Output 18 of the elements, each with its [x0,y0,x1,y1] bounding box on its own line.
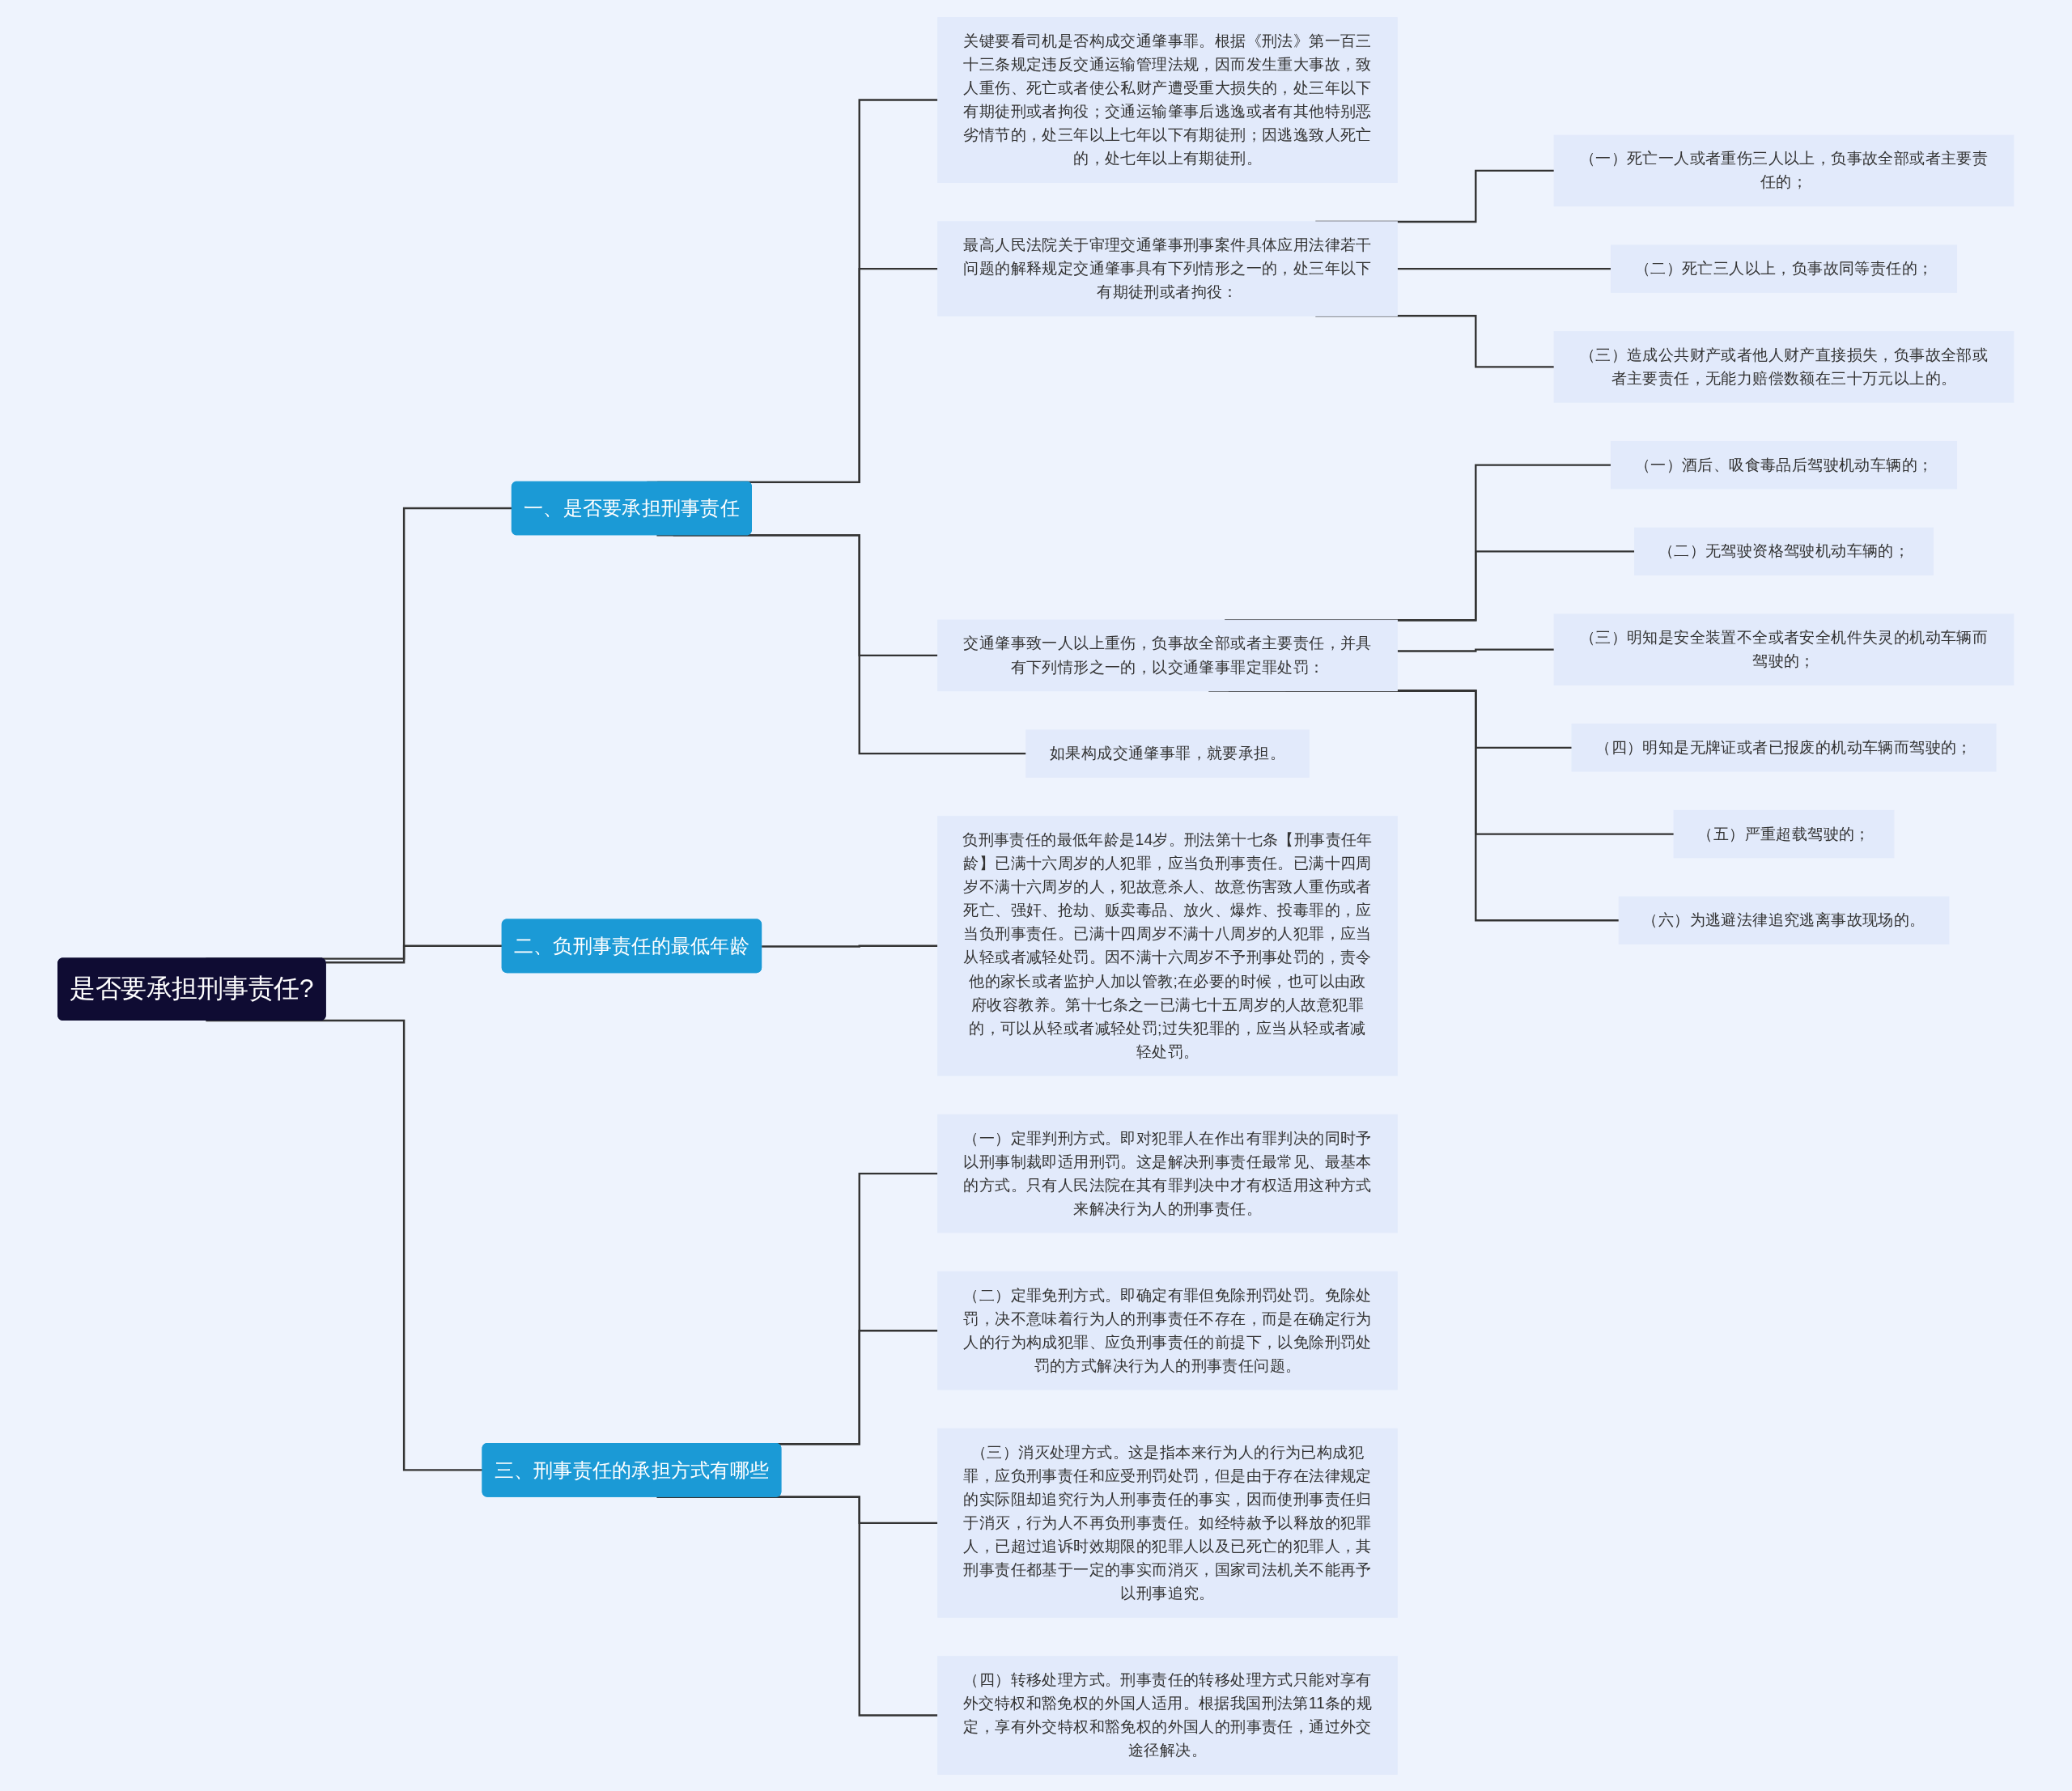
node-box: （一）死亡一人或者重伤三人以上，负事故全部或者主要责任的； [1553,134,2015,206]
node-box: （三）消灭处理方式。这是指本来行为人的行为已构成犯罪，应负刑事责任和应受刑罚处罚，但是由于存在法律规定的实际阻却追究行为人刑事责任的事实，因而使刑事责任归于消灭，行为人不再负刑事责任。如经特赦予以释放的犯罪人，已超过追诉时效期限的犯罪人以及已死亡的犯罪人，其刑事责任都基于一定的事实而消灭，国家司法机关不能再予以刑事追究。 [937,1428,1399,1618]
node-box: 关键要看司机是否构成交通肇事罪。根据《刑法》第一百三十三条规定违反交通运输管理法规，因而发生重大事故，致人重伤、死亡或者使公私财产遭受重大损失的，处三年以下有期徒刑或者拘役；交通运输肇事后逃逸或者有其他特别恶劣情节的，处三年以上七年以下有期徒刑；因逃逸致人死亡的，处七年以上有期徒刑。 [937,16,1399,183]
node-box: （五）严重超载驾驶的； [1673,809,1895,858]
node-box: （四）明知是无牌证或者已报废的机动车辆而驾驶的； [1571,723,1997,772]
node-box: 负刑事责任的最低年龄是14岁。刑法第十七条【刑事责任年龄】已满十六周岁的人犯罪，应当负刑事责任。已满十四周岁不满十六周岁的人，犯故意杀人、故意伤害致人重伤或者死亡、强奸、抢劫、贩卖毒品、放火、爆炸、投毒罪的，应当负刑事责任。已满十四周岁不满十八周岁的人犯罪，应当从轻或者减轻处罚。因不满十六周岁不予刑事处罚的，责令他的家长或者监护人加以管教;在必要的时候，也可以由政府收容教养。第十七条之一已满七十五周岁的人故意犯罪的，可以从轻或者减轻处罚;过失犯罪的，应当从轻或者减轻处罚。 [937,815,1399,1076]
node-box: （三）造成公共财产或者他人财产直接损失，负事故全部或者主要责任，无能力赔偿数额在三十万元以上的。 [1553,330,2015,403]
node-box: （六）为逃避法律追究逃离事故现场的。 [1618,896,1950,944]
node-box: （二）死亡三人以上，负事故同等责任的； [1611,244,1958,293]
node-box: （三）明知是安全装置不全或者安全机件失灵的机动车辆而驾驶的； [1553,613,2015,685]
node-box: 最高人民法院关于审理交通肇事刑事案件具体应用法律若干问题的解释规定交通肇事具有下列情形之一的，处三年以下有期徒刑或者拘役： [937,220,1399,316]
node-box: （四）转移处理方式。刑事责任的转移处理方式只能对享有外交特权和豁免权的外国人适用。根据我国刑法第11条的规定，享有外交特权和豁免权的外国人的刑事责任，通过外交途径解决。 [937,1655,1399,1775]
node-box: （二）无驾驶资格驾驶机动车辆的； [1634,527,1934,575]
node-box: 如果构成交通肇事罪，就要承担。 [1025,728,1310,778]
node-box: （一）酒后、吸食毒品后驾驶机动车辆的； [1611,440,1958,489]
node-box: （一）定罪判刑方式。即对犯罪人在作出有罪判决的同时予以刑事制裁即适用刑罚。这是解决刑事责任最常见、最基本的方式。只有人民法院在其有罪判决中才有权适用这种方式来解决行为人的刑事责任。 [937,1114,1399,1233]
node-box: 交通肇事致一人以上重伤，负事故全部或者主要责任，并具有下列情形之一的，以交通肇事罪定罪处罚： [937,619,1399,691]
node-box: （二）定罪免刑方式。即确定有罪但免除刑罚处罚。免除处罚，决不意味着行为人的刑事责任不存在，而是在确定行为人的行为构成犯罪、应负刑事责任的前提下，以免除刑罚处罚的方式解决行为人的刑事责任问题。 [937,1271,1399,1390]
